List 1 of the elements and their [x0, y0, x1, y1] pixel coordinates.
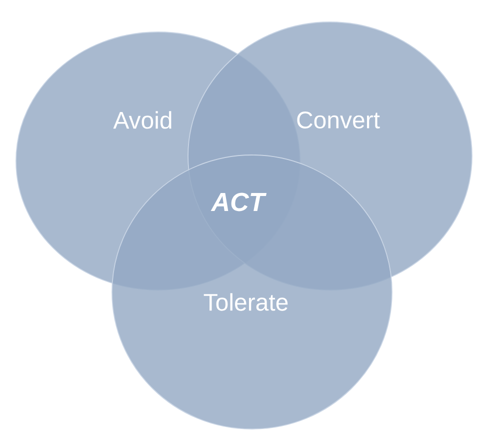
center-label: ACT [210, 192, 267, 212]
